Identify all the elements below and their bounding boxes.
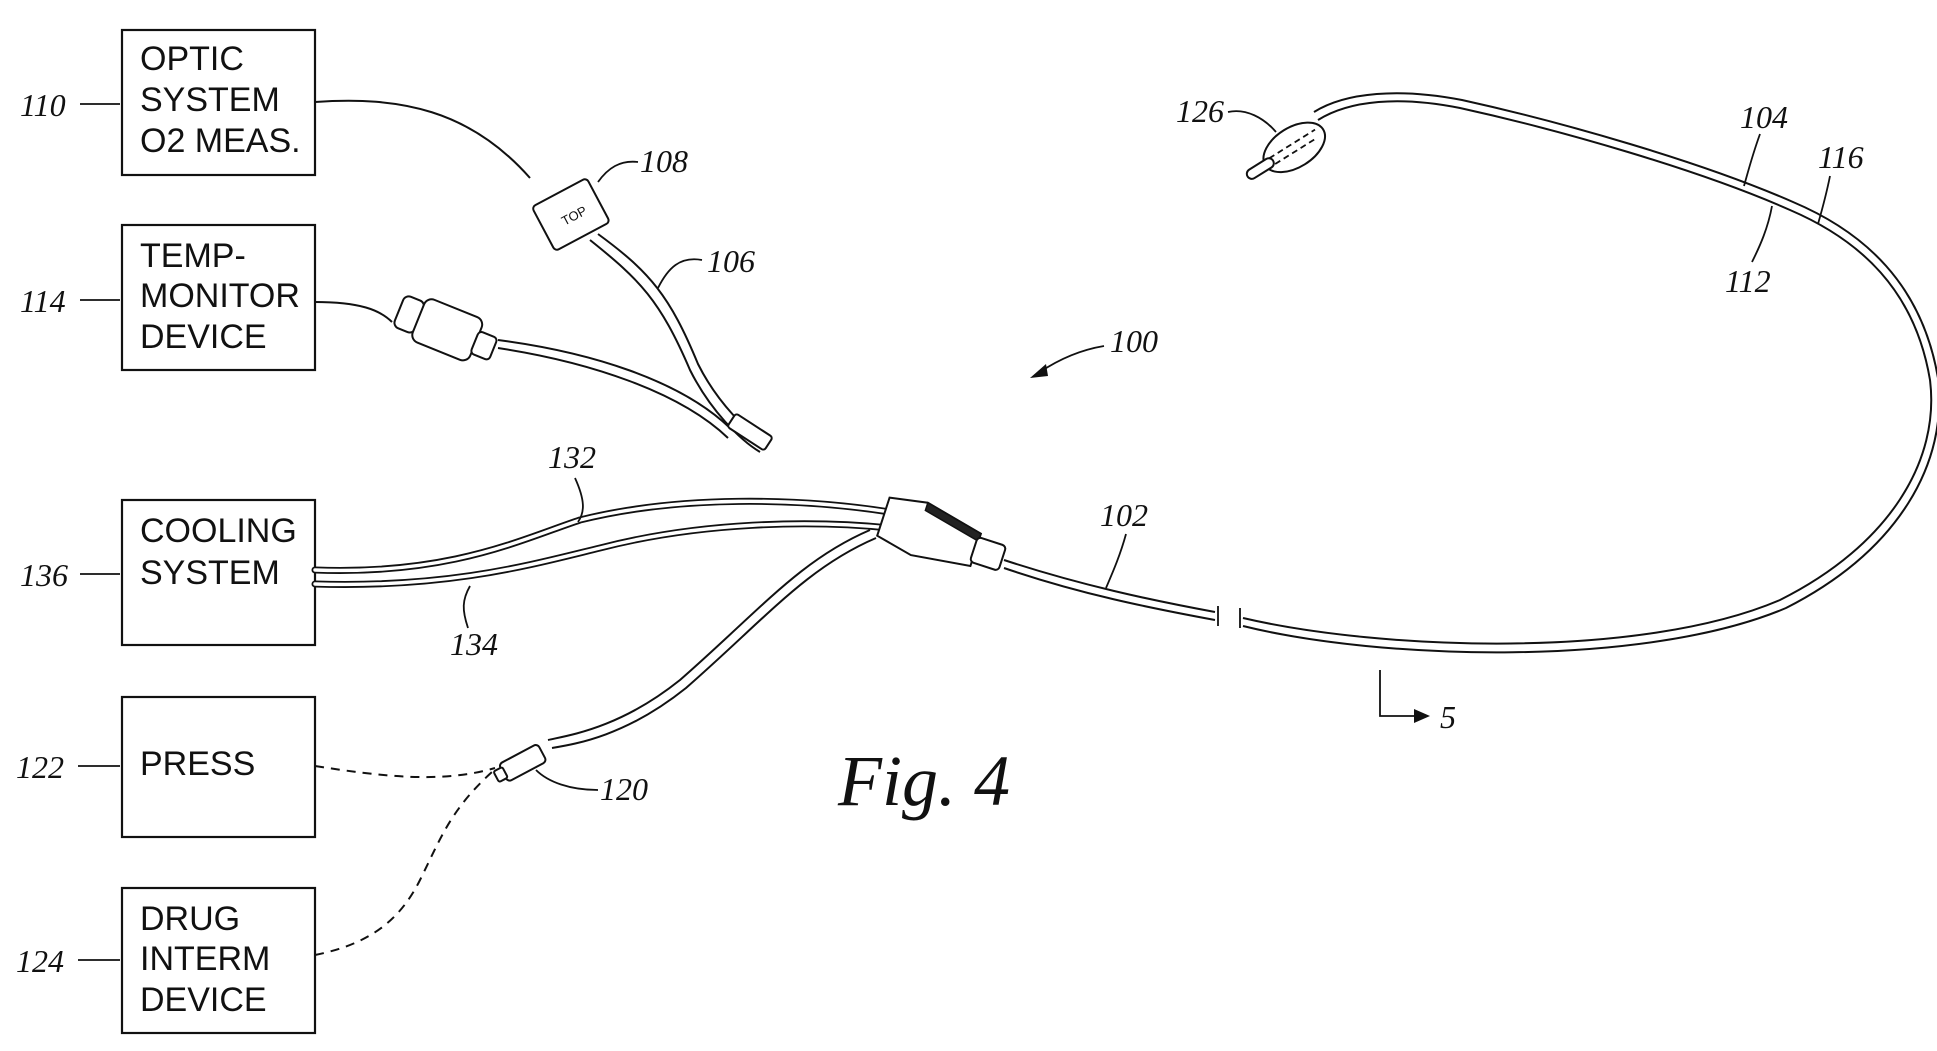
temp-monitor-box: TEMP- MONITOR DEVICE (122, 225, 315, 370)
ref-110: 110 (20, 87, 66, 123)
drug-dashed-link (315, 772, 492, 955)
ref-106: 106 (707, 243, 755, 279)
leader-134 (464, 586, 470, 628)
ref-126: 126 (1176, 93, 1224, 129)
ref-112: 112 (1725, 263, 1771, 299)
leader-106 (658, 259, 702, 288)
svg-text:DEVICE: DEVICE (140, 318, 267, 356)
optic-cable (315, 101, 530, 178)
drug-box-line-3: DEVICE (140, 981, 267, 1019)
press-box: PRESS (122, 697, 315, 837)
leader-104 (1744, 134, 1760, 186)
optic-box-line-2: SYSTEM (140, 81, 280, 119)
ref-114: 114 (20, 283, 66, 319)
leader-132 (575, 478, 583, 522)
svg-text:O2 MEAS.: O2 MEAS. (140, 122, 301, 160)
svg-text:TEMP-: TEMP- (140, 237, 246, 275)
ref-132: 132 (548, 439, 596, 475)
press-box-line-1: PRESS (140, 745, 255, 783)
drug-box-line-1: DRUG (140, 900, 240, 938)
ref-102: 102 (1100, 497, 1148, 533)
drug-interm-box: DRUG INTERM DEVICE (122, 888, 315, 1033)
section-line-5 (1380, 670, 1418, 716)
section-arrow-5 (1414, 709, 1430, 723)
pressure-lead-outer (548, 530, 870, 740)
leader-120 (536, 770, 598, 790)
ref-5: 5 (1440, 699, 1456, 735)
leader-126 (1228, 111, 1276, 132)
svg-text:SYSTEM: SYSTEM (140, 554, 280, 592)
leader-108 (598, 162, 638, 182)
cooling-system-box: COOLING SYSTEM (122, 500, 315, 645)
ref-136: 136 (20, 557, 68, 593)
cooling-box-line-1: COOLING (140, 512, 297, 550)
cooling-tube-134 (315, 524, 890, 585)
ref-100: 100 (1110, 323, 1158, 359)
catheter-shaft-proximal-b (1004, 568, 1215, 620)
ref-116: 116 (1818, 139, 1864, 175)
luer-connector-120 (492, 744, 547, 786)
cooling-tube-132 (315, 501, 890, 570)
figure-title: Fig. 4 (837, 741, 1010, 821)
svg-text:DRUG: DRUG (140, 900, 240, 938)
ref-104: 104 (1740, 99, 1788, 135)
leader-112 (1752, 206, 1772, 262)
svg-text:PRESS: PRESS (140, 745, 255, 783)
optic-box-line-1: OPTIC (140, 40, 244, 78)
temp-box-line-2: MONITOR (140, 277, 300, 315)
svg-text:COOLING: COOLING (140, 512, 297, 550)
svg-text:DEVICE: DEVICE (140, 981, 267, 1019)
temp-box-line-3: DEVICE (140, 318, 267, 356)
balloon-tip-126 (1237, 112, 1334, 193)
arrowhead-100 (1030, 364, 1048, 378)
press-dashed-link (315, 766, 495, 777)
catheter-shaft-proximal-a (1004, 560, 1215, 612)
cooling-tube-134-bore (315, 524, 890, 585)
optic-box-line-3: O2 MEAS. (140, 122, 301, 160)
temp-lead-inner (498, 348, 728, 438)
cooling-box-line-2: SYSTEM (140, 554, 280, 592)
pressure-lead-inner (552, 538, 876, 748)
temp-connector (390, 289, 502, 370)
leader-102 (1106, 534, 1126, 588)
svg-text:SYSTEM: SYSTEM (140, 81, 280, 119)
leader-100 (1040, 346, 1104, 372)
temp-cable (315, 302, 392, 322)
ref-108: 108 (640, 143, 688, 179)
temp-box-line-1: TEMP- (140, 237, 246, 275)
optic-connector-108: TOP (532, 178, 610, 251)
ref-124: 124 (16, 943, 64, 979)
optic-system-box: OPTIC SYSTEM O2 MEAS. (122, 30, 315, 175)
catheter-hub (875, 491, 1012, 582)
drug-box-line-2: INTERM (140, 940, 270, 978)
svg-text:OPTIC: OPTIC (140, 40, 244, 78)
svg-text:MONITOR: MONITOR (140, 277, 300, 315)
ref-120: 120 (600, 771, 648, 807)
svg-text:INTERM: INTERM (140, 940, 270, 978)
ref-122: 122 (16, 749, 64, 785)
ref-134: 134 (450, 626, 498, 662)
